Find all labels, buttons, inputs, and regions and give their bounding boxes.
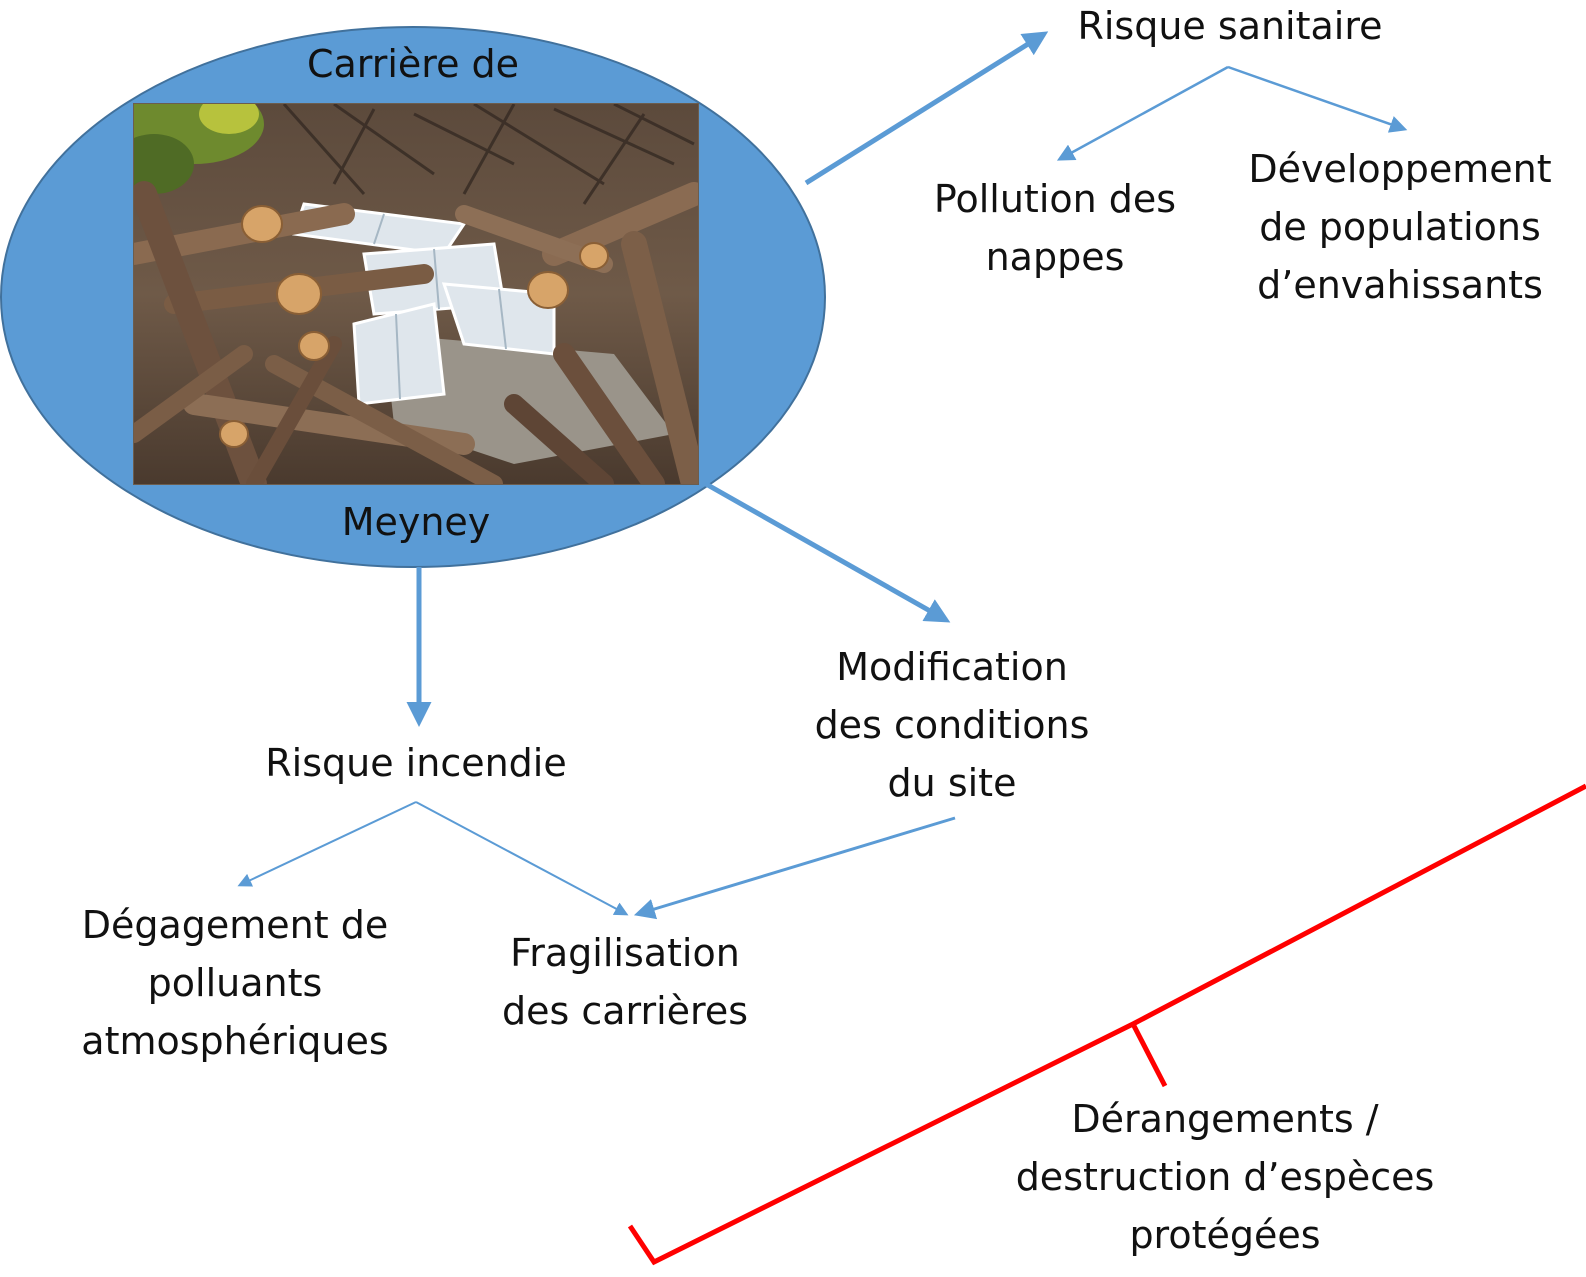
arrow-to-fragilisation-from-modification	[633, 816, 956, 920]
hub-title-top: Carrière de	[306, 42, 520, 86]
arrow-to-degagement	[237, 801, 417, 887]
node-pollution-nappes: Pollution des nappes	[933, 177, 1177, 279]
quarry-photo	[133, 103, 699, 485]
node-derangements: Dérangements / destruction d’espèces pro…	[1015, 1097, 1435, 1257]
arrow-to-fragilisation-from-incendie	[415, 801, 629, 916]
node-modification: Modification des conditions du site	[814, 645, 1090, 805]
node-risque-sanitaire: Risque sanitaire	[1077, 4, 1383, 48]
node-degagement: Dégagement de polluants atmosphériques	[81, 903, 389, 1063]
arrow-to-modification	[704, 481, 951, 623]
arrow-to-risque-sanitaire	[804, 31, 1049, 186]
hub-title-bottom: Meyney	[341, 500, 491, 544]
arrow-to-developpement	[1227, 65, 1408, 133]
red-brace	[627, 783, 1586, 1266]
arrow-to-pollution-nappes	[1056, 65, 1229, 161]
node-fragilisation: Fragilisation des carrières	[501, 931, 749, 1033]
node-risque-incendie: Risque incendie	[265, 741, 567, 785]
node-developpement: Développement de populations d’envahissa…	[1248, 147, 1552, 307]
